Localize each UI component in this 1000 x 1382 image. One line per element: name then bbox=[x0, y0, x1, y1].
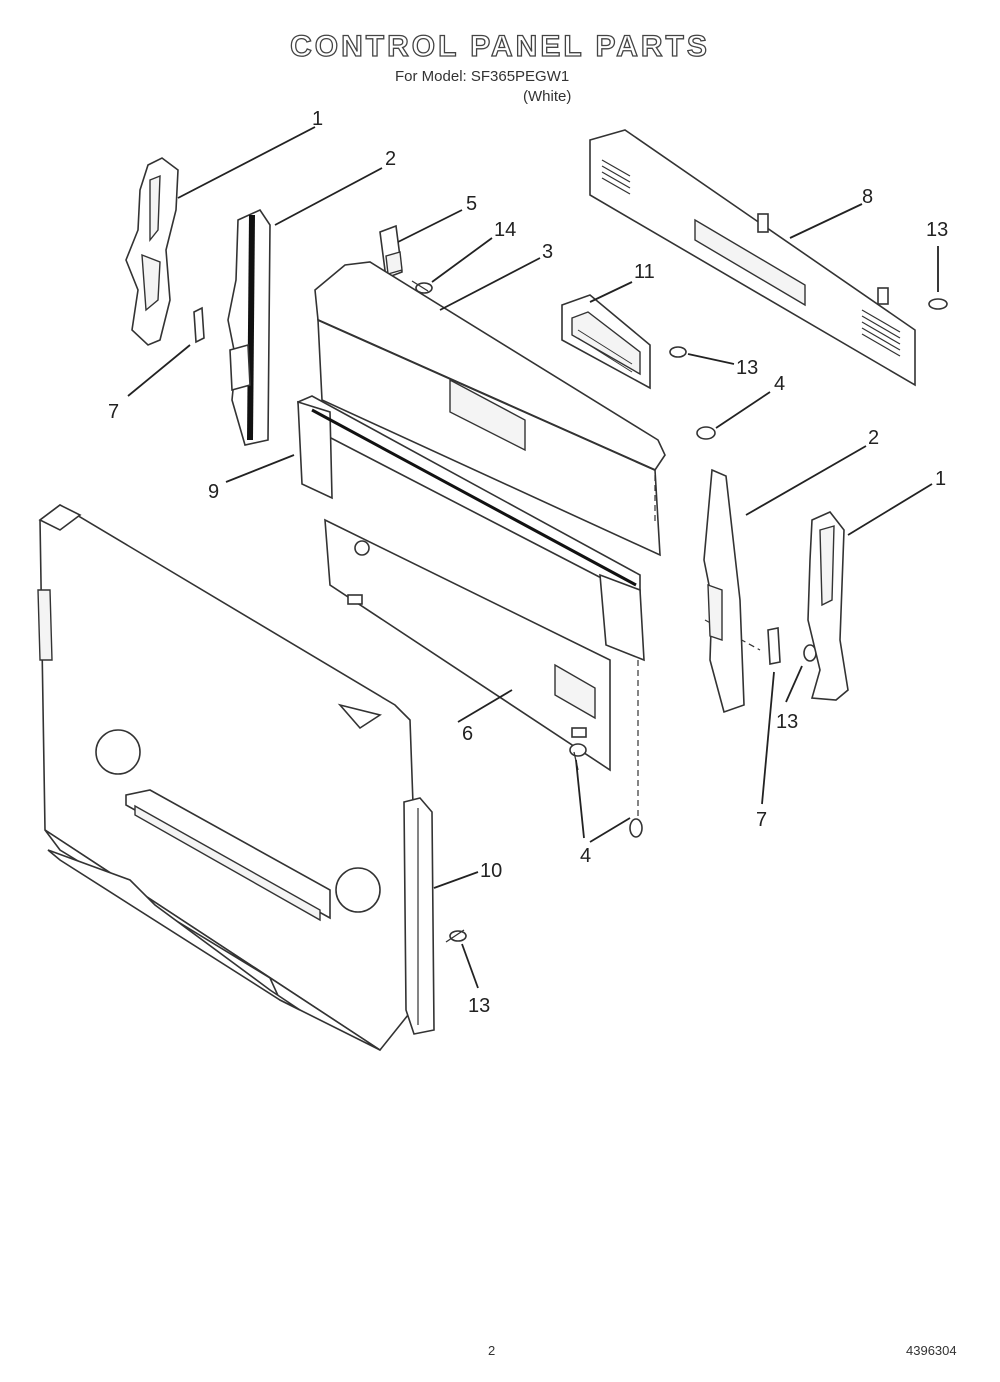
callout-4-lower: 4 bbox=[580, 845, 591, 867]
page-number: 2 bbox=[488, 1343, 496, 1358]
part-13-screw-module bbox=[669, 346, 687, 358]
callout-13-module: 13 bbox=[736, 357, 758, 379]
page-title: CONTROL PANEL PARTS bbox=[289, 29, 710, 63]
callout-5: 5 bbox=[466, 193, 477, 215]
callout-13-right: 13 bbox=[776, 711, 798, 733]
part-6-inner-panel bbox=[324, 518, 611, 772]
part-13-screw-lower bbox=[445, 929, 467, 943]
callout-7-right: 7 bbox=[756, 809, 767, 831]
part-7-clip-right bbox=[767, 627, 781, 665]
part-4-screw-upper bbox=[696, 426, 716, 440]
callout-3: 3 bbox=[542, 241, 553, 263]
callout-11: 11 bbox=[634, 261, 655, 283]
large-back-panel bbox=[37, 504, 421, 1052]
part-4-screws-lower bbox=[569, 743, 643, 838]
part-2-bracket-left bbox=[227, 208, 271, 446]
part-10-side-bracket bbox=[403, 797, 435, 1035]
callout-1-right: 1 bbox=[935, 468, 946, 490]
part-7-clip-left bbox=[193, 306, 205, 344]
callout-13-lower: 13 bbox=[468, 995, 490, 1017]
part-1-end-cap-right bbox=[807, 511, 849, 701]
part-13-screw-top-right bbox=[928, 298, 948, 310]
part-14-screw bbox=[411, 280, 433, 294]
leader-lines bbox=[127, 126, 939, 989]
part-2-bracket-right bbox=[703, 468, 745, 714]
callout-9: 9 bbox=[208, 481, 219, 503]
callout-10: 10 bbox=[480, 860, 502, 882]
callout-1-top: 1 bbox=[312, 108, 323, 130]
callout-8: 8 bbox=[862, 186, 873, 208]
model-number: For Model: SF365PEGW1 bbox=[395, 68, 570, 85]
document-number: 4396304 bbox=[906, 1343, 957, 1358]
callout-2-right: 2 bbox=[868, 427, 879, 449]
color-variant: (White) bbox=[523, 88, 572, 105]
callout-4-upper: 4 bbox=[774, 373, 785, 395]
callout-7-left: 7 bbox=[108, 401, 119, 423]
part-9-frame bbox=[297, 395, 645, 662]
part-1-end-cap-left bbox=[125, 157, 179, 346]
part-11-control-module bbox=[561, 294, 651, 390]
part-5-bracket bbox=[379, 224, 403, 280]
callout-2-top: 2 bbox=[385, 148, 396, 170]
part-8-rear-panel bbox=[589, 129, 916, 387]
callout-6: 6 bbox=[462, 723, 473, 745]
part-3-control-panel bbox=[314, 261, 666, 557]
callout-14: 14 bbox=[494, 219, 516, 241]
callout-13-top-right: 13 bbox=[926, 219, 948, 241]
